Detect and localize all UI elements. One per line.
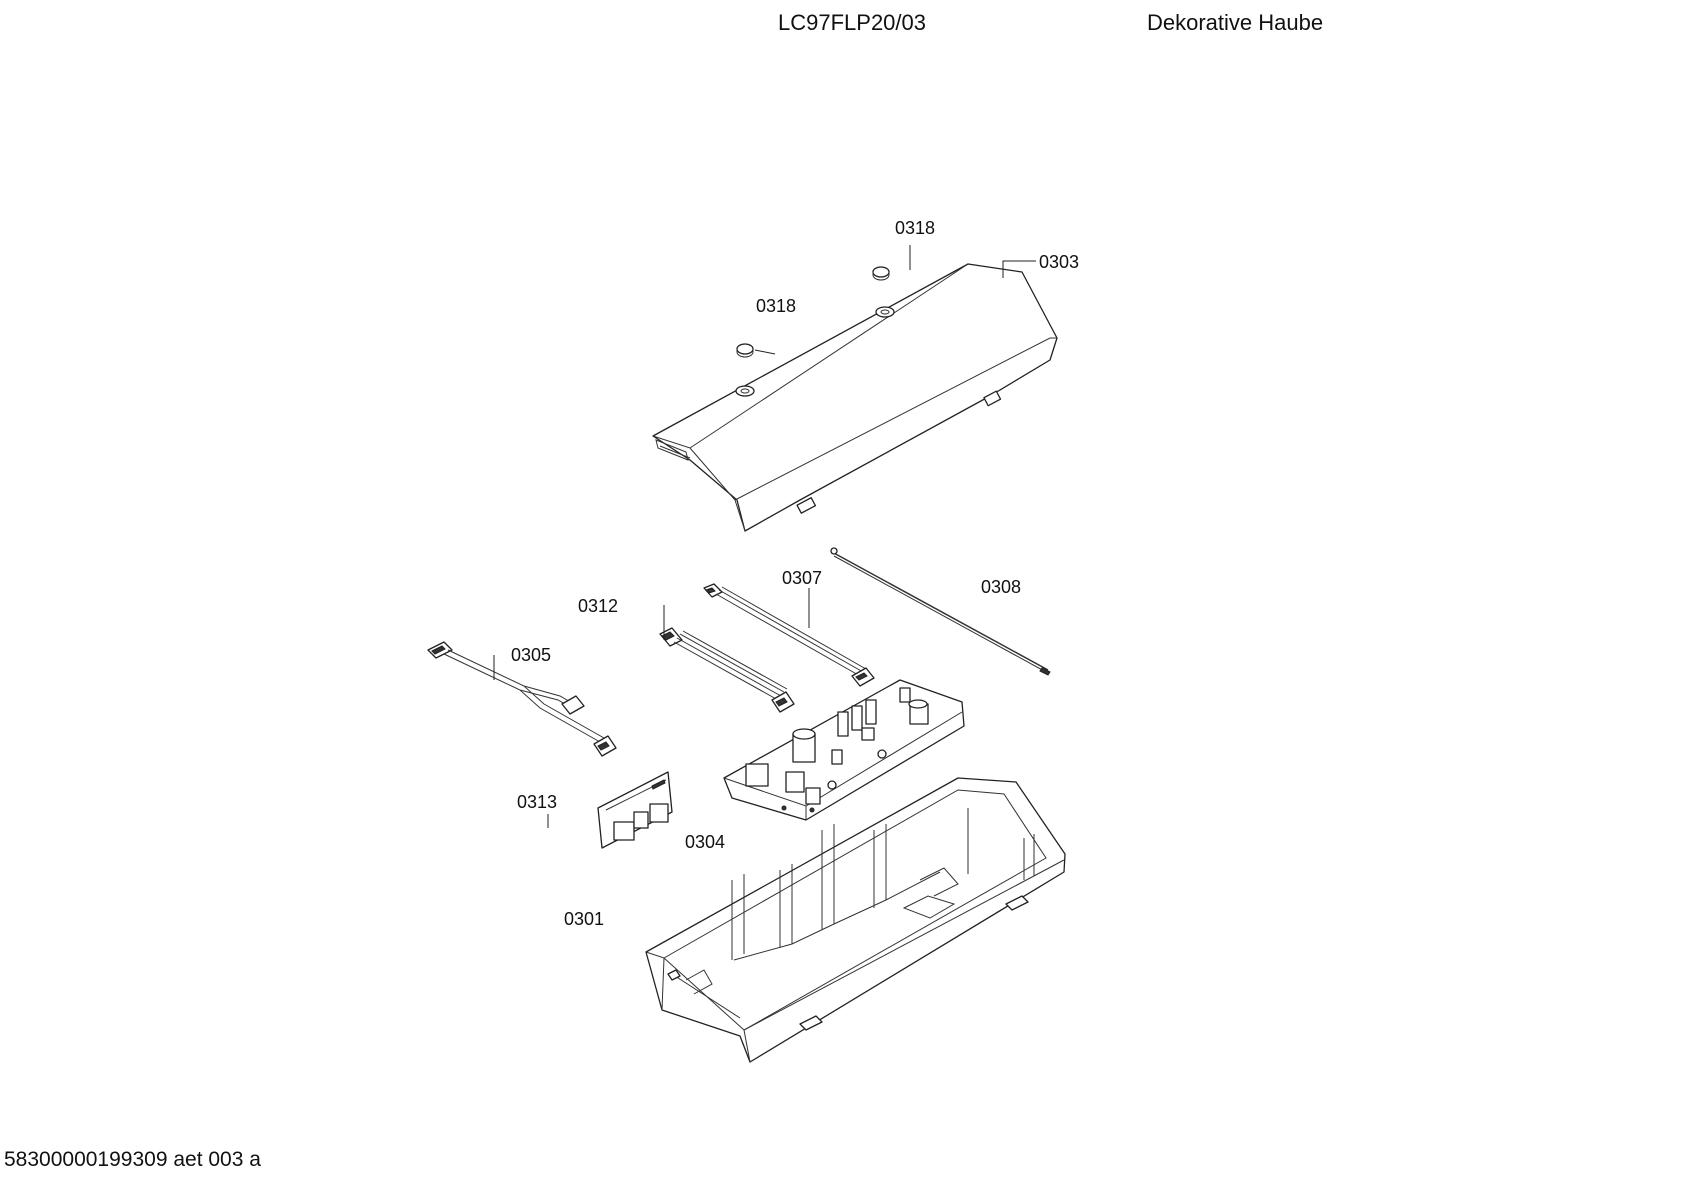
callout-0305: 0305 bbox=[511, 645, 551, 665]
callout-0304: 0304 bbox=[685, 832, 725, 852]
part-0301-housing[interactable] bbox=[645, 777, 1066, 1063]
leader-0318-lower bbox=[754, 349, 776, 355]
callout-0301: 0301 bbox=[564, 909, 604, 929]
part-0307-ribbon-cable[interactable] bbox=[703, 583, 875, 687]
part-0304-pcb[interactable] bbox=[723, 679, 965, 821]
part-0318-cap-lower[interactable] bbox=[736, 343, 754, 358]
document-code: 58300000199309 aet 003 a bbox=[4, 1148, 261, 1171]
model-number: LC97FLP20/03 bbox=[778, 10, 926, 35]
callout-0318-lower: 0318 bbox=[756, 296, 796, 316]
part-0308-wire[interactable] bbox=[830, 547, 1051, 676]
callout-0318-upper: 0318 bbox=[895, 218, 935, 238]
part-0318-cap-upper[interactable] bbox=[872, 266, 890, 281]
page-title: Dekorative Haube bbox=[1147, 10, 1324, 35]
callout-0307: 0307 bbox=[782, 568, 822, 588]
callout-0313: 0313 bbox=[517, 792, 557, 812]
callout-0312: 0312 bbox=[578, 596, 618, 616]
callout-0303: 0303 bbox=[1039, 252, 1079, 272]
part-0305-cable-harness[interactable] bbox=[427, 641, 617, 757]
leader-0303 bbox=[1002, 260, 1036, 278]
part-0303-cover[interactable] bbox=[652, 263, 1058, 532]
part-0312-flat-cable[interactable] bbox=[659, 627, 795, 713]
callout-0308: 0308 bbox=[981, 577, 1021, 597]
leader-lines bbox=[493, 245, 1036, 828]
part-0313-small-pcb[interactable] bbox=[597, 771, 673, 849]
